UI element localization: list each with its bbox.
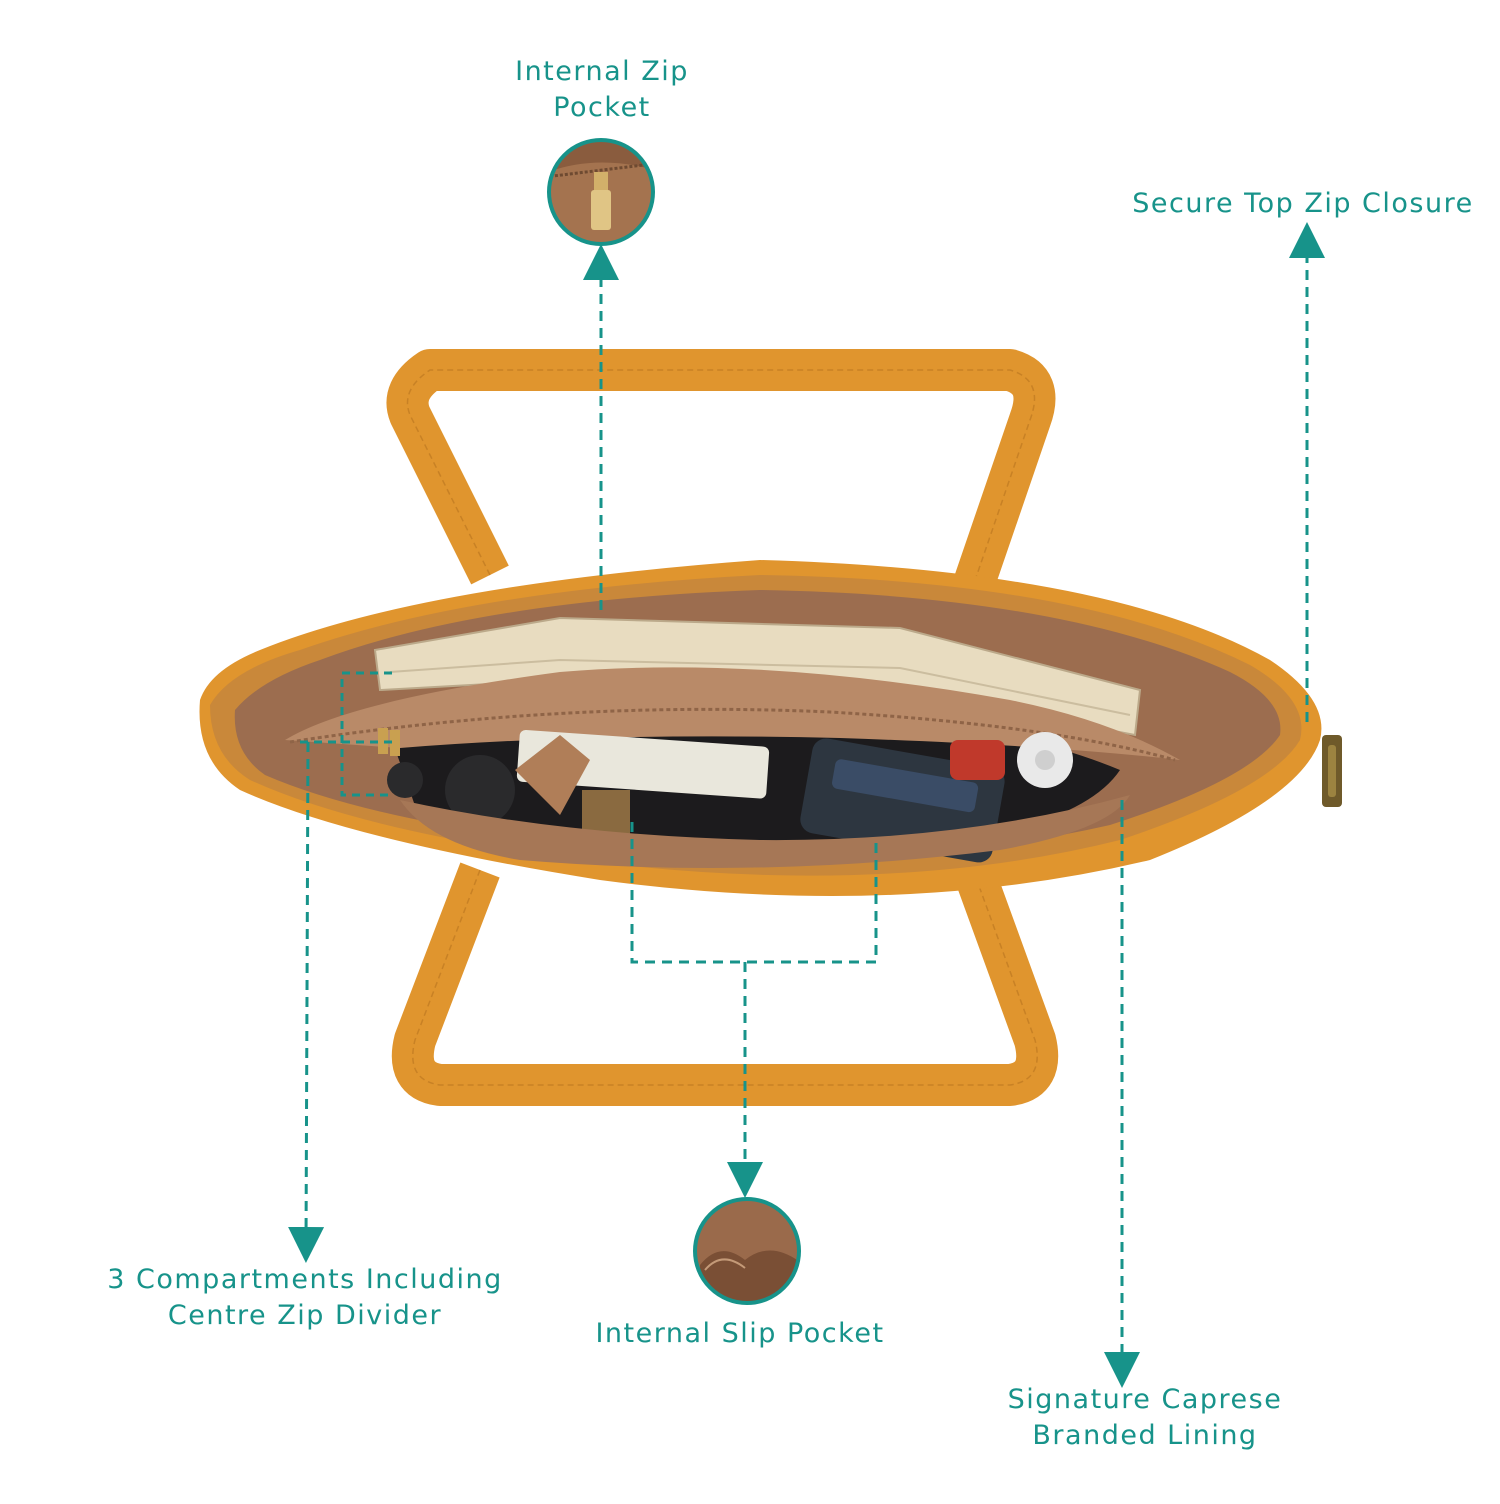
internal-slip-pocket-label: Internal Slip Pocket	[580, 1316, 900, 1352]
internal-zip-pocket-line2: Pocket	[553, 92, 651, 123]
signature-lining-label: Signature Caprese Branded Lining	[990, 1382, 1300, 1454]
secure-top-zip-label: Secure Top Zip Closure	[1120, 186, 1486, 222]
centre-zip-divider	[285, 667, 1180, 760]
back-handle	[386, 349, 1056, 602]
signature-lining-line1: Signature Caprese	[1007, 1384, 1283, 1415]
slip-pocket	[400, 795, 1130, 868]
internal-zip-pocket-label: Internal Zip Pocket	[490, 54, 714, 126]
secure-top-zip-line1: Secure Top Zip Closure	[1132, 188, 1474, 219]
three-compartments-line1: 3 Compartments Including	[107, 1264, 503, 1295]
slip-pocket-icon	[693, 1197, 801, 1305]
internal-slip-pocket-line1: Internal Slip Pocket	[595, 1318, 885, 1349]
three-compartments-label: 3 Compartments Including Centre Zip Divi…	[95, 1262, 515, 1334]
front-handle	[391, 862, 1059, 1106]
three-compartments-line2: Centre Zip Divider	[167, 1300, 443, 1331]
signature-lining-line2: Branded Lining	[1032, 1420, 1258, 1451]
internal-zip-pocket-line1: Internal Zip	[515, 56, 689, 87]
zip-pull-icon	[547, 138, 655, 246]
